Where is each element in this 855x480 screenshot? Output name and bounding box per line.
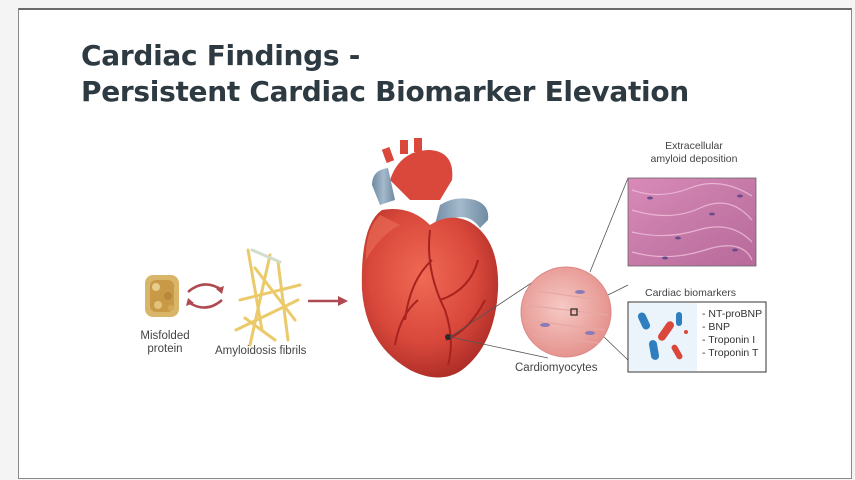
extracellular-label: Extracellular amyloid deposition (630, 140, 758, 166)
amyloid-histology-image (628, 178, 756, 266)
extracellular-label-line-2: amyloid deposition (630, 153, 758, 166)
cardiomyocytes-icon (521, 267, 611, 357)
misfolded-protein-label: Misfolded protein (125, 330, 205, 356)
biomarker-item: - NT-proBNP (702, 308, 762, 321)
conversion-arrows-icon (186, 284, 224, 307)
cardiac-biomarkers-label: Cardiac biomarkers (645, 287, 736, 300)
cardiomyocytes-label: Cardiomyocytes (515, 362, 597, 375)
arrow-to-heart-icon (308, 296, 348, 306)
amyloid-fibrils-icon (236, 250, 300, 345)
biomarker-list: - NT-proBNP - BNP - Troponin I - Troponi… (702, 308, 762, 360)
amyloidosis-fibrils-label: Amyloidosis fibrils (215, 345, 306, 358)
heart-icon (362, 138, 498, 378)
misfolded-label-line-1: Misfolded (125, 330, 205, 343)
biomarker-item: - Troponin T (702, 347, 762, 360)
misfolded-protein-icon (145, 275, 179, 317)
misfolded-label-line-2: protein (125, 343, 205, 356)
biomarker-item: - Troponin I (702, 334, 762, 347)
extracellular-label-line-1: Extracellular (630, 140, 758, 153)
biomarker-item: - BNP (702, 321, 762, 334)
